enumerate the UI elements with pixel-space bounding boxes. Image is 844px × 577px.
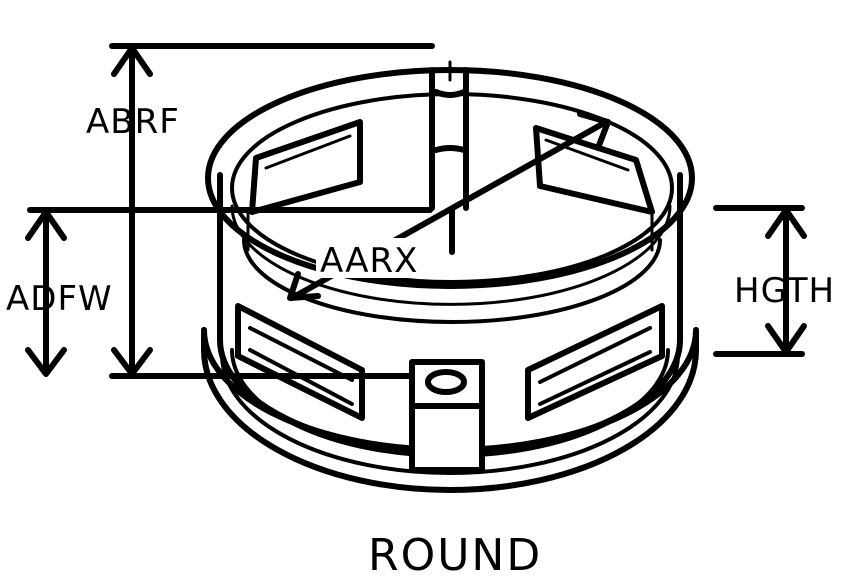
label-hgth: HGTH <box>734 271 835 311</box>
inner-window-left <box>249 119 363 215</box>
front-tab <box>409 359 485 473</box>
inner-window-right <box>533 125 655 215</box>
diagram-title: ROUND <box>368 530 542 577</box>
back-slit <box>429 60 469 211</box>
inner-wall-lines <box>246 210 654 252</box>
label-aarx: AARX <box>320 241 418 281</box>
label-adfw: ADFW <box>6 279 113 319</box>
label-abrf: ABRF <box>86 102 180 142</box>
dimension-hgth <box>713 205 807 357</box>
outer-window-right <box>525 303 665 421</box>
dimension-adfw <box>25 207 433 377</box>
top-rim <box>205 67 695 324</box>
